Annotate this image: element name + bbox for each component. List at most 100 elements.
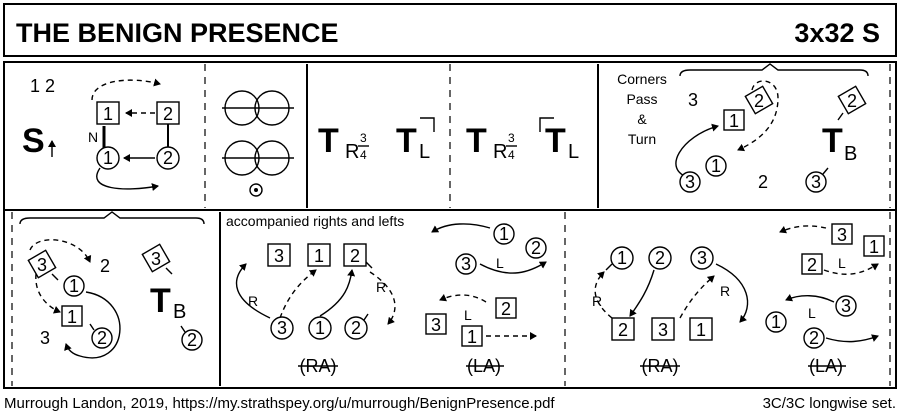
- bracket: [19, 211, 205, 225]
- woman-1-circle-la: [765, 311, 787, 333]
- man-3-label: 3: [274, 246, 284, 266]
- l-label: L: [496, 255, 504, 271]
- woman-1-circle: [96, 146, 120, 170]
- man-1-label: 1: [314, 246, 324, 266]
- man-1-box: [689, 317, 713, 341]
- woman-2-label: 2: [655, 248, 665, 268]
- man-3-label: 3: [37, 255, 47, 275]
- woman-3-label: 3: [277, 318, 287, 338]
- turn-right-r: R: [493, 141, 507, 163]
- woman-1-label: 1: [711, 156, 721, 176]
- curve-arrow-top: [91, 78, 161, 101]
- corner-mark: [420, 117, 435, 132]
- woman-2-circle: [91, 327, 113, 349]
- corner-mark: [539, 117, 554, 132]
- man-3-box: [267, 243, 291, 267]
- woman-2-circle: [344, 316, 368, 340]
- frac-num: 3: [508, 131, 515, 145]
- man-1-box-la: [863, 235, 885, 257]
- solid-arrow-right: [825, 334, 879, 343]
- woman-1-label: 1: [315, 318, 325, 338]
- man-3-box: [651, 317, 675, 341]
- l-label: L: [464, 307, 472, 323]
- frac-den: 4: [360, 148, 367, 162]
- man-3-label-la: 3: [431, 315, 441, 335]
- man-2-far-tick: [837, 112, 844, 121]
- grid-frame: [3, 61, 897, 389]
- turn-right-r: R: [345, 141, 359, 163]
- woman-2-circle-la: [803, 327, 825, 349]
- woman-2-circle: [648, 246, 672, 270]
- turn-left-l: L: [419, 141, 430, 163]
- r-label: R: [248, 293, 258, 309]
- turn-left-l: L: [568, 141, 579, 163]
- man-3-box: [27, 249, 57, 279]
- dashed-arrow-right: [823, 263, 879, 275]
- woman-2-tick: [89, 323, 95, 331]
- man-1-label: 1: [696, 320, 706, 340]
- solid-arc-left: [785, 293, 835, 303]
- man-2-box-la: [495, 297, 517, 319]
- r-label: R: [720, 283, 730, 299]
- corners-line-3: &: [637, 111, 647, 127]
- man-2-tick: [365, 261, 373, 269]
- curve-arrow-bottom: [96, 167, 159, 192]
- man-3-label-la: 3: [837, 225, 847, 245]
- turn-right-t: T: [466, 122, 487, 160]
- man-1-box: [61, 305, 83, 327]
- woman-3-far-label: 3: [811, 172, 821, 192]
- man-3-far-box: [141, 243, 171, 273]
- woman-1-circle-la: [493, 223, 515, 245]
- woman-2-far-circle: [181, 329, 203, 351]
- man-2-label-la: 2: [501, 299, 511, 319]
- man-2-label: 2: [163, 104, 173, 124]
- dashed-right-mid: [279, 269, 317, 319]
- l-label: L: [838, 255, 846, 271]
- woman-1-circle: [308, 316, 332, 340]
- man-3-label: 3: [658, 320, 668, 340]
- turn-both-b: B: [173, 301, 186, 323]
- woman-3-label: 3: [685, 172, 695, 192]
- dashed-curve-down: [35, 273, 61, 314]
- bracket: [679, 63, 869, 77]
- right-curve-far: [715, 263, 749, 323]
- woman-3-circle: [690, 246, 714, 270]
- woman-2-label: 2: [351, 318, 361, 338]
- dashed-curve: [29, 239, 92, 263]
- turn-both-b: B: [844, 143, 857, 165]
- turn-both-t: T: [822, 122, 843, 160]
- woman-1-label-la: 1: [499, 224, 509, 244]
- turn-left-t: T: [396, 122, 417, 160]
- man-1-label: 1: [103, 104, 113, 124]
- dashed-mid: [679, 275, 715, 319]
- couple-2-number: 2: [100, 256, 110, 276]
- setting-symbol: S: [22, 122, 45, 160]
- right-curve-left: [235, 263, 271, 319]
- man-1-box-la: [461, 325, 483, 347]
- woman-3-circle-la: [455, 253, 477, 275]
- title-frame: [3, 3, 897, 57]
- dashed-arc: [439, 293, 487, 303]
- dashed-top-arrow: [431, 223, 491, 233]
- man-2-box-la: [801, 253, 823, 275]
- woman-1-label: 1: [103, 148, 113, 168]
- woman-1-circle: [705, 155, 727, 177]
- footer-set-type: 3C/3C longwise set.: [763, 395, 896, 412]
- man-3-box-la: [425, 313, 447, 335]
- woman-2-label-la: 2: [809, 328, 819, 348]
- woman-2-far-label: 2: [187, 330, 197, 350]
- man-1-label: 1: [729, 111, 739, 131]
- turn-right-t: T: [318, 122, 339, 160]
- woman-3-circle: [679, 171, 701, 193]
- right-curve-mid: [629, 269, 655, 317]
- dashed-loop: [737, 80, 779, 152]
- woman-1-circle: [610, 246, 634, 270]
- woman-2-label: 2: [97, 328, 107, 348]
- man-2-label-la: 2: [807, 255, 817, 275]
- man-1-label-la: 1: [467, 327, 477, 347]
- footer-credit: Murrough Landon, 2019, https://my.strath…: [4, 395, 555, 412]
- man-1-box: [307, 243, 331, 267]
- couple-2-number: 2: [758, 172, 768, 192]
- man-1-box: [96, 101, 120, 125]
